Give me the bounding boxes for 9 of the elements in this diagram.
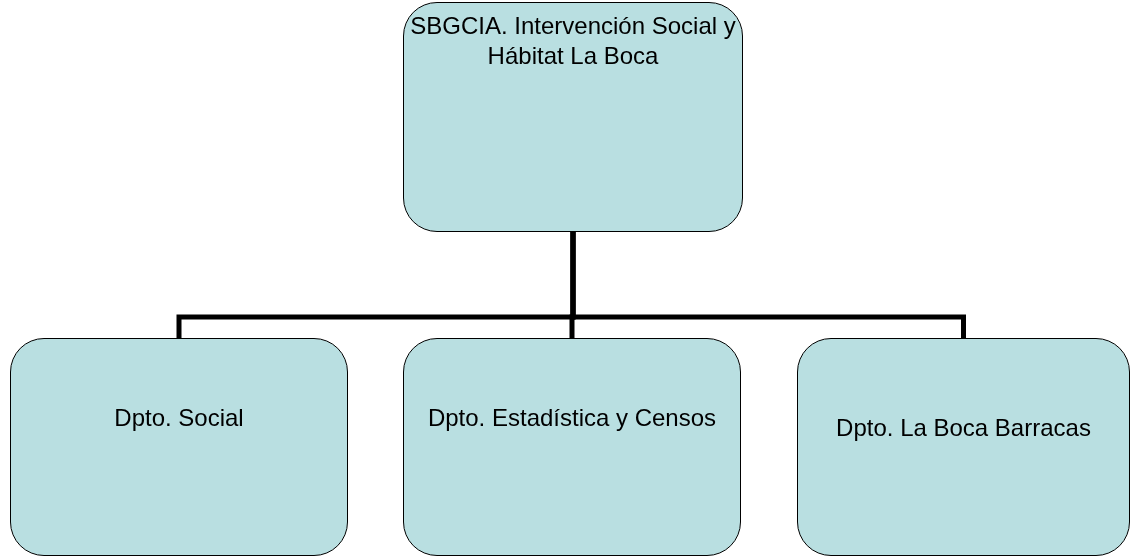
org-box [403,2,743,232]
org-box [797,338,1130,556]
connector-line [570,232,966,338]
org-box [403,338,741,556]
box-label: SBGCIA. Intervención Social y Hábitat La Boca [410,11,736,71]
box-label: Dpto. Estadística y Censos [426,403,718,433]
box-label: Dpto. Social [113,403,245,433]
org-box [10,338,348,556]
box-label: Dpto. La Boca Barracas [835,413,1092,443]
